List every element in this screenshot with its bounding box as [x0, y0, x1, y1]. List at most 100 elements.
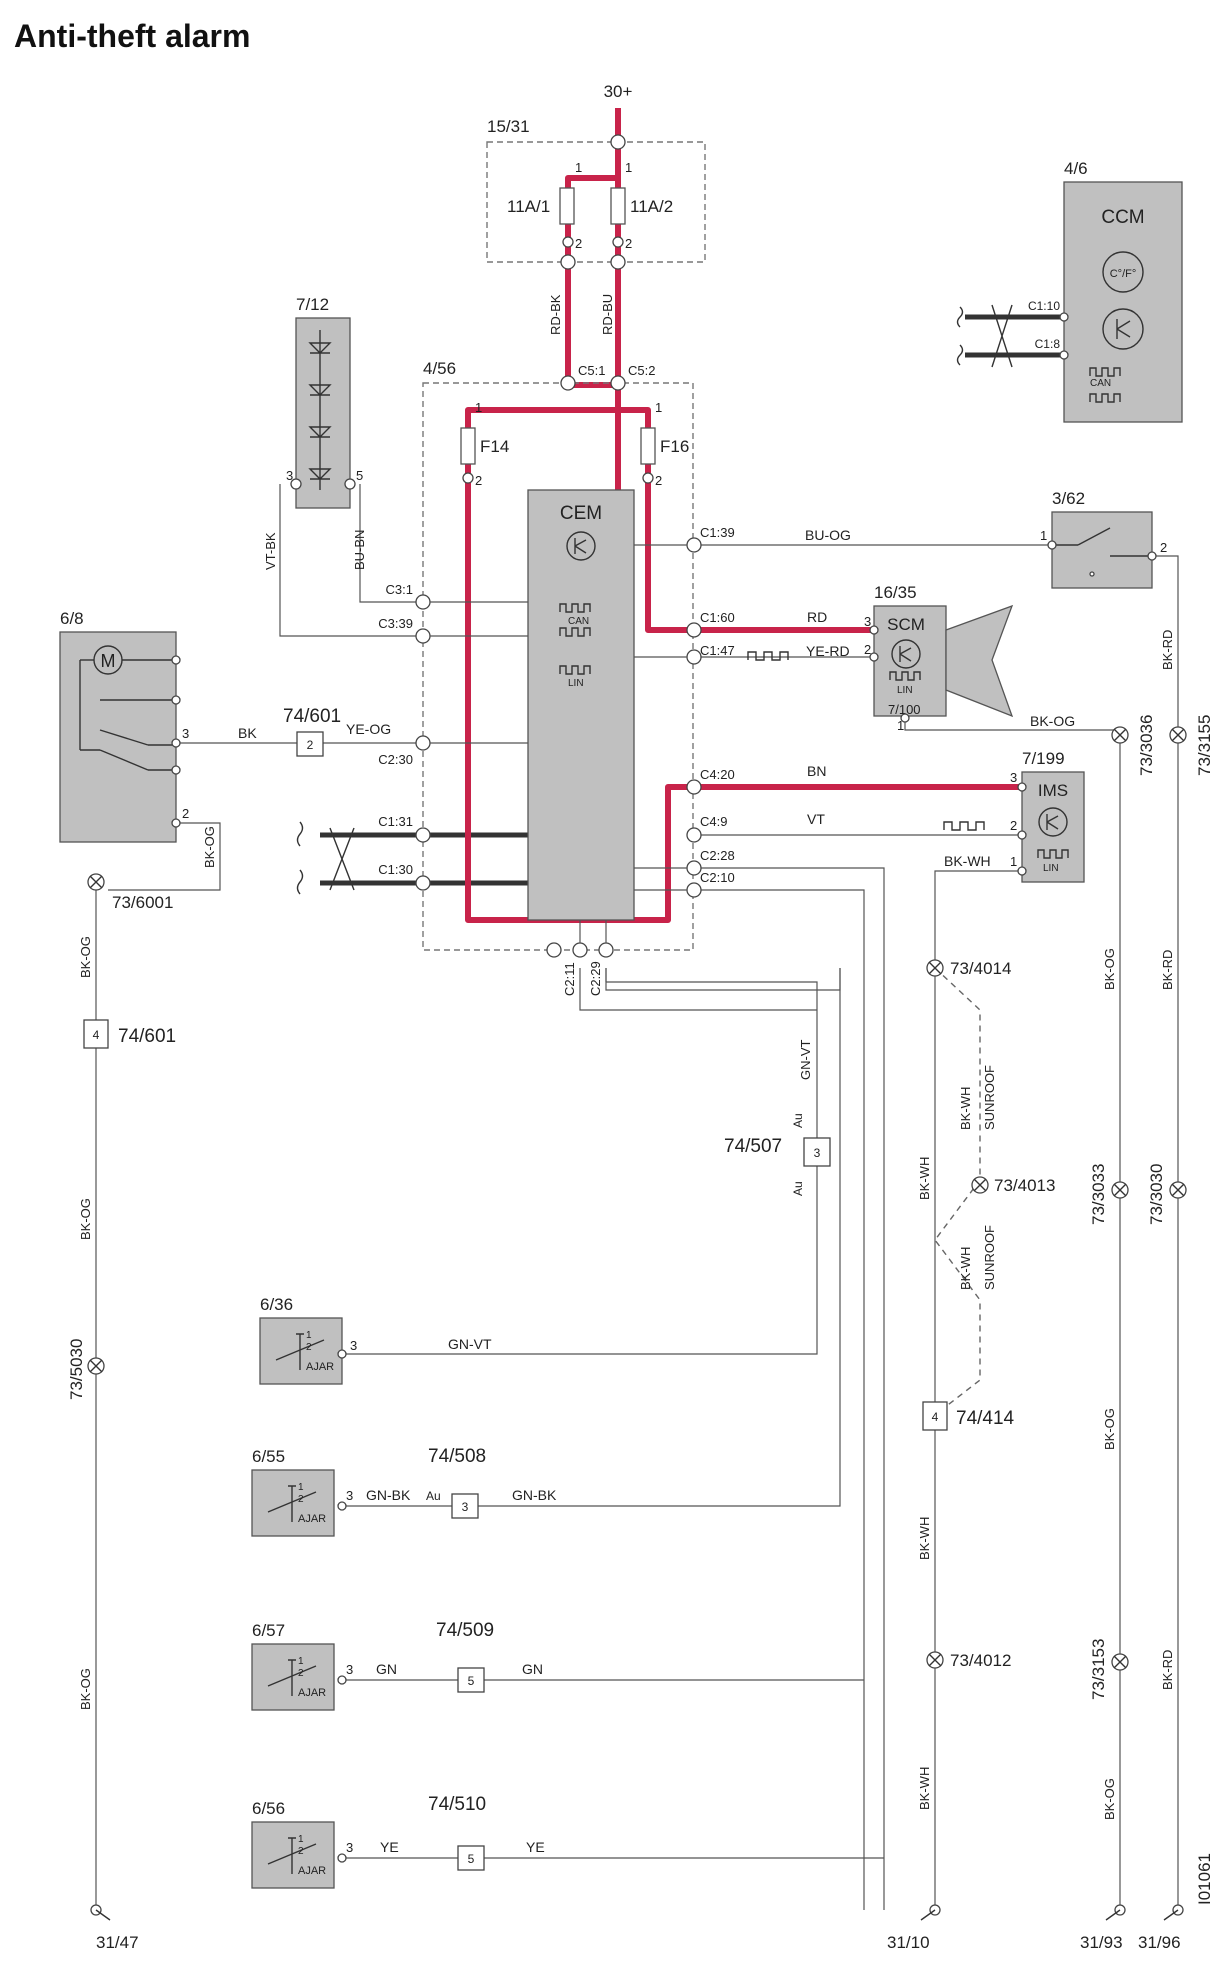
- svg-text:YE: YE: [380, 1839, 399, 1855]
- svg-text:C3:1: C3:1: [386, 582, 413, 597]
- door-switch-6-55: 6/55 1 2 AJAR 3 GN-BK Au 3 74/508 GN-BK: [251, 1446, 557, 1537]
- connector-74-507: 74/507: [724, 1136, 782, 1157]
- svg-text:C2:28: C2:28: [700, 848, 735, 863]
- svg-text:7/100: 7/100: [888, 702, 921, 717]
- splice-73-4012: 73/4012: [950, 1651, 1011, 1670]
- door-switch-ref-4: 6/56: [252, 1799, 285, 1818]
- svg-text:1: 1: [1040, 528, 1047, 543]
- svg-text:1: 1: [625, 160, 632, 175]
- page-title: Anti-theft alarm: [14, 18, 251, 54]
- svg-text:1: 1: [655, 400, 662, 415]
- svg-text:BK-OG: BK-OG: [1102, 948, 1117, 990]
- svg-text:2: 2: [625, 236, 632, 251]
- svg-text:GN-BK: GN-BK: [366, 1487, 411, 1503]
- svg-text:3: 3: [1010, 770, 1017, 785]
- svg-text:5: 5: [468, 1852, 475, 1866]
- svg-text:3: 3: [462, 1500, 469, 1514]
- splice-73-4013: 73/4013: [994, 1176, 1055, 1195]
- splice-73-3155: 73/3155: [1195, 715, 1214, 776]
- svg-text:C4:20: C4:20: [700, 767, 735, 782]
- fuse-box-15-31: 30+ 15/31 11A/1 11A/2 1 1 2 2 RD-BK RD-B…: [486, 82, 706, 335]
- svg-text:2: 2: [864, 642, 871, 657]
- svg-text:AJAR: AJAR: [298, 1865, 326, 1877]
- svg-text:C2:30: C2:30: [378, 752, 413, 767]
- svg-text:BK-OG: BK-OG: [1102, 1408, 1117, 1450]
- fuse-11a-2: 11A/2: [630, 197, 673, 216]
- sunroof-branch: [934, 967, 981, 1416]
- splice-73-3036: 73/3036: [1137, 715, 1156, 776]
- svg-text:BK-OG: BK-OG: [78, 1198, 93, 1240]
- svg-text:SUNROOF: SUNROOF: [982, 1065, 997, 1130]
- svg-text:AJAR: AJAR: [306, 1361, 334, 1373]
- svg-text:3: 3: [182, 726, 189, 741]
- svg-text:BK-WH: BK-WH: [958, 1247, 973, 1290]
- svg-text:1: 1: [475, 400, 482, 415]
- door-switch-ref-3: 6/57: [252, 1621, 285, 1640]
- ims-ref: 7/199: [1022, 749, 1065, 768]
- wire-label-gn-vt: GN-VT: [798, 1040, 813, 1081]
- fuse-f16: F16: [660, 437, 689, 456]
- ccm-name: CCM: [1101, 207, 1144, 228]
- svg-text:BK-WH: BK-WH: [917, 1517, 932, 1560]
- wire-label-rd-bu: RD-BU: [600, 294, 615, 335]
- svg-text:BK-RD: BK-RD: [1160, 630, 1175, 670]
- svg-text:2: 2: [298, 1668, 304, 1679]
- left-ground-chain: 73/6001 BK-OG 4 74/601 BK-OG 73/5030 BK-…: [67, 873, 176, 1952]
- wire-label-ye-rd: YE-RD: [806, 643, 850, 659]
- svg-text:SUNROOF: SUNROOF: [982, 1225, 997, 1290]
- motor-ref: 6/8: [60, 609, 84, 628]
- svg-text:BK-OG: BK-OG: [1102, 1778, 1117, 1820]
- wire-label-bk-og-a: BK-OG: [202, 826, 217, 868]
- svg-text:3: 3: [864, 614, 871, 629]
- signal-wires: [95, 316, 1179, 1910]
- cem-unit: 4/56 C5:1 C5:2 F14 F16 1 1 2 2 CEM CAN L…: [378, 359, 734, 996]
- connector-74-601: 74/601: [283, 706, 341, 727]
- svg-text:Au: Au: [791, 1181, 805, 1196]
- svg-text:LIN: LIN: [1043, 863, 1059, 874]
- wire-label-ye-og: YE-OG: [346, 721, 391, 737]
- door-switch-ref-2: 6/55: [252, 1447, 285, 1466]
- svg-text:BK-WH: BK-WH: [917, 1767, 932, 1810]
- svg-text:2: 2: [298, 1494, 304, 1505]
- svg-text:2: 2: [475, 473, 482, 488]
- splice-73-4014: 73/4014: [950, 959, 1011, 978]
- cem-name: CEM: [560, 503, 602, 524]
- connector-74-601-b: 74/601: [118, 1026, 176, 1047]
- svg-text:BK-OG: BK-OG: [78, 1668, 93, 1710]
- svg-text:LIN: LIN: [897, 685, 913, 696]
- svg-text:BK-OG: BK-OG: [78, 936, 93, 978]
- splice-73-6001: 73/6001: [112, 893, 173, 912]
- power-label: 30+: [604, 82, 633, 101]
- svg-text:5: 5: [356, 468, 363, 483]
- ccm-unit: 4/6 CCM C°/F° CAN C1:10 C1:8: [956, 159, 1183, 423]
- svg-text:C2:11: C2:11: [562, 962, 577, 996]
- svg-text:YE: YE: [526, 1839, 545, 1855]
- connector-74-509: 74/509: [436, 1620, 494, 1641]
- svg-text:1: 1: [298, 1834, 304, 1845]
- svg-text:CAN: CAN: [1090, 378, 1111, 389]
- wire-label-bk-wh-a: BK-WH: [944, 853, 991, 869]
- connector-74-508: 74/508: [428, 1446, 486, 1467]
- ground-31-93: 31/93: [1080, 1933, 1123, 1952]
- svg-text:C1:39: C1:39: [700, 525, 735, 540]
- splice-73-5030: 73/5030: [67, 1339, 86, 1400]
- door-switch-6-36: 6/36 1 2 AJAR 3 GN-VT: [259, 1295, 492, 1385]
- svg-text:M: M: [101, 651, 116, 671]
- svg-text:AJAR: AJAR: [298, 1513, 326, 1525]
- svg-text:C1:60: C1:60: [700, 610, 735, 625]
- svg-text:1: 1: [306, 1330, 312, 1341]
- svg-text:3: 3: [346, 1662, 353, 1677]
- door-switch-ref-1: 6/36: [260, 1295, 293, 1314]
- svg-text:2: 2: [1160, 540, 1167, 555]
- svg-text:5: 5: [468, 1674, 475, 1688]
- wire-label-bk: BK: [238, 725, 257, 741]
- svg-text:GN-VT: GN-VT: [448, 1336, 492, 1352]
- wire-label-bk-og-b: BK-OG: [1030, 713, 1075, 729]
- ims-unit: 7/199 IMS LIN 3 2 1 BN VT BK-WH: [807, 749, 1085, 883]
- svg-text:1: 1: [298, 1482, 304, 1493]
- drawing-id: I01061: [1195, 1853, 1214, 1905]
- svg-text:2: 2: [298, 1846, 304, 1857]
- fuse-f14: F14: [480, 437, 509, 456]
- svg-text:Au: Au: [426, 1489, 441, 1503]
- svg-text:1: 1: [1010, 854, 1017, 869]
